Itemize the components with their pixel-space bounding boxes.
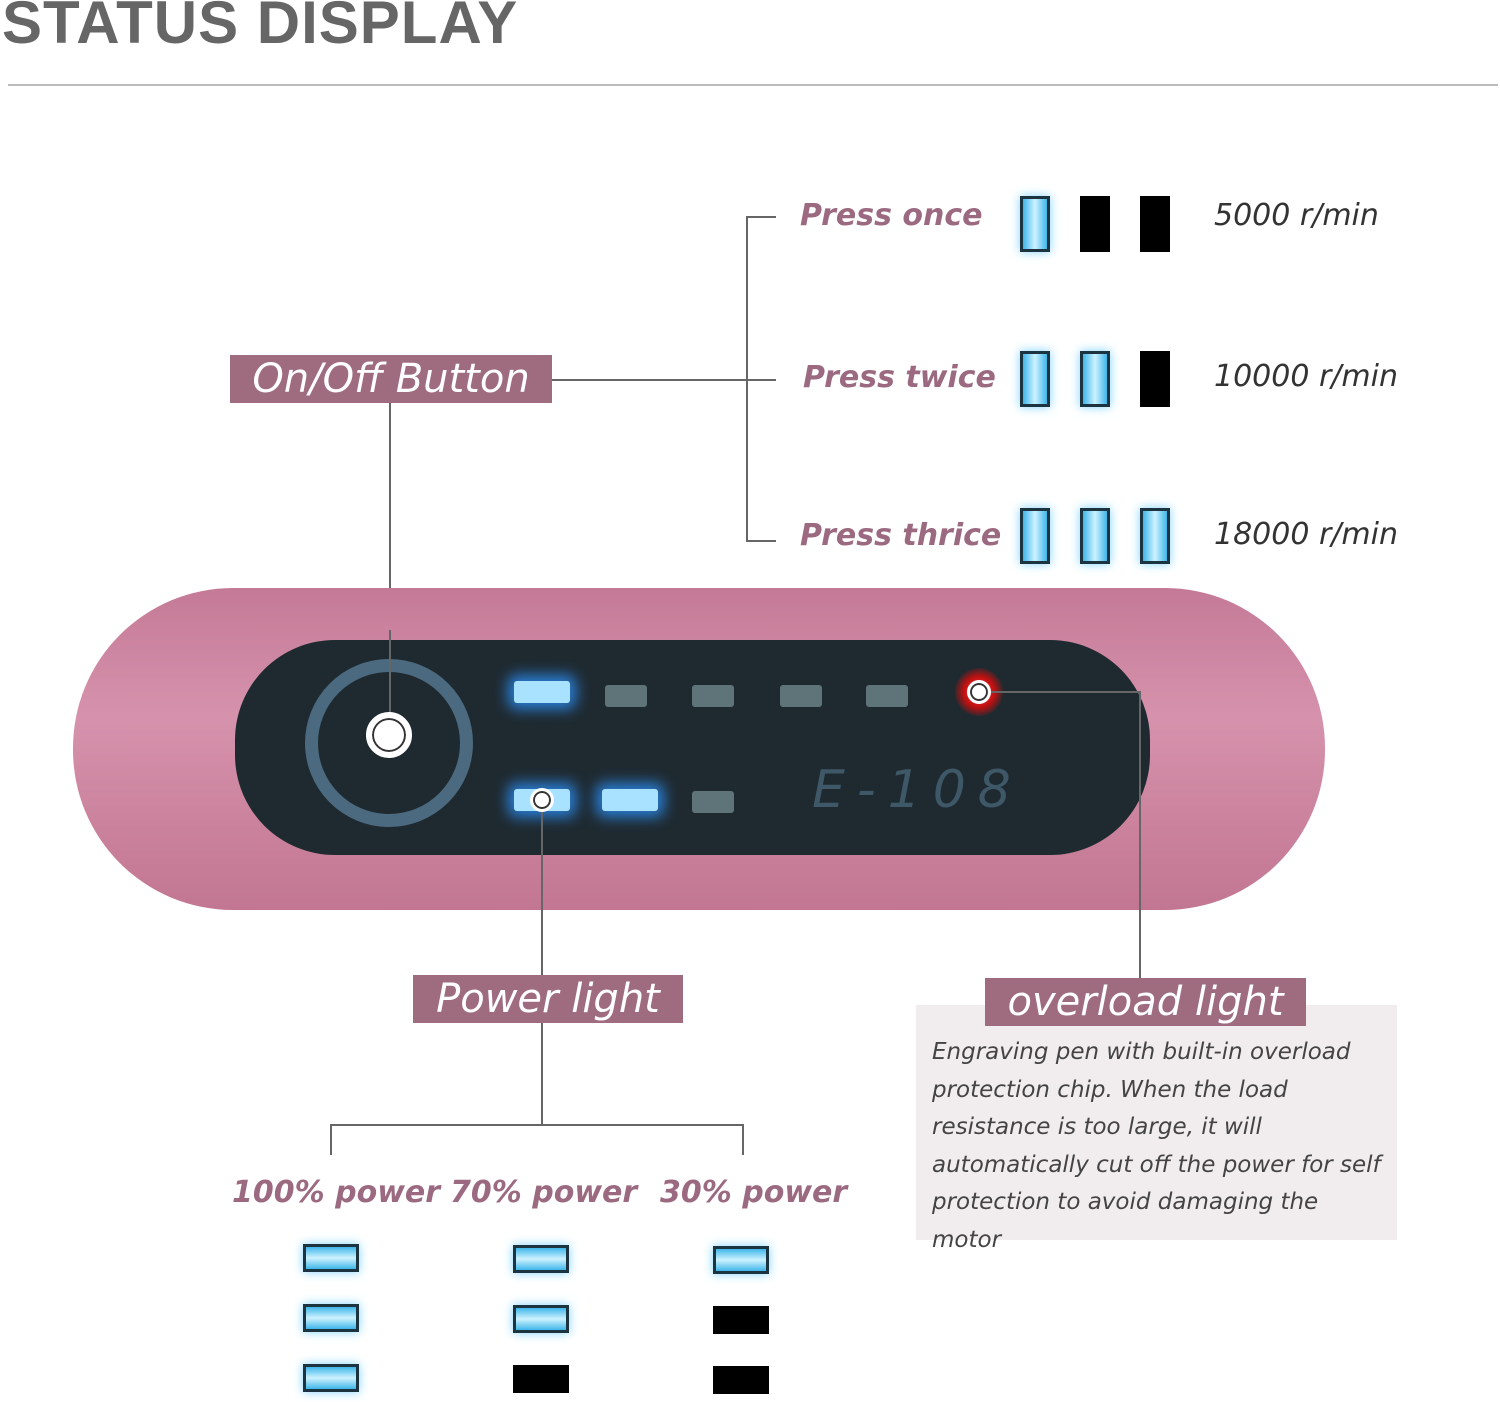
power-light-label: Power light — [413, 975, 683, 1023]
led-off — [513, 1365, 569, 1393]
power-led-2 — [602, 789, 658, 811]
led-off — [713, 1366, 769, 1394]
power-led-3 — [692, 791, 734, 813]
press-label: Press thrice — [800, 518, 1002, 553]
bracket-line — [330, 1124, 332, 1155]
divider — [8, 84, 1498, 86]
led-on — [303, 1304, 359, 1332]
connector-line — [552, 379, 776, 381]
speed-value: 10000 r/min — [1214, 359, 1398, 394]
led-on — [1140, 508, 1170, 564]
speed-led-1 — [514, 681, 570, 703]
power-level-label: 30% power — [660, 1175, 848, 1210]
bracket-line — [742, 1124, 744, 1155]
connector-line — [991, 691, 1141, 693]
overload-description: Engraving pen with built-in overload pro… — [932, 1039, 1381, 1253]
model-number: E-108 — [812, 760, 1023, 820]
led-on — [1020, 508, 1050, 564]
led-on — [303, 1244, 359, 1272]
led-off — [1080, 196, 1110, 252]
led-on — [513, 1245, 569, 1273]
on-off-button-label: On/Off Button — [230, 355, 552, 403]
speed-led-2 — [605, 685, 647, 707]
led-off — [1140, 196, 1170, 252]
speed-led-5 — [866, 685, 908, 707]
overload-light-marker — [967, 680, 991, 704]
led-on — [1080, 508, 1110, 564]
press-label: Press once — [800, 198, 983, 233]
speed-value: 18000 r/min — [1214, 517, 1398, 552]
speed-led-4 — [780, 685, 822, 707]
connector-line — [541, 1023, 543, 1126]
led-on — [303, 1364, 359, 1392]
bracket-line — [746, 216, 776, 218]
connector-line — [389, 403, 391, 735]
bracket-line — [330, 1124, 744, 1126]
on-off-button-marker[interactable] — [366, 712, 412, 758]
overload-info-box — [916, 1005, 1397, 1240]
connector-line — [389, 630, 391, 735]
led-on — [513, 1305, 569, 1333]
speed-value: 5000 r/min — [1214, 198, 1379, 233]
press-label: Press twice — [803, 360, 996, 395]
page-title: STATUS DISPLAY — [2, 0, 519, 56]
power-light-marker — [530, 788, 554, 812]
led-off — [713, 1306, 769, 1334]
connector-line — [1139, 691, 1141, 981]
power-level-label: 70% power — [450, 1175, 638, 1210]
speed-led-3 — [692, 685, 734, 707]
led-on — [1020, 351, 1050, 407]
led-on — [1080, 351, 1110, 407]
led-off — [1140, 351, 1170, 407]
overload-light-label: overload light — [985, 978, 1306, 1026]
power-level-label: 100% power — [232, 1175, 441, 1210]
led-on — [1020, 196, 1050, 252]
connector-line — [541, 812, 543, 975]
bracket-line — [746, 540, 776, 542]
led-on — [713, 1246, 769, 1274]
